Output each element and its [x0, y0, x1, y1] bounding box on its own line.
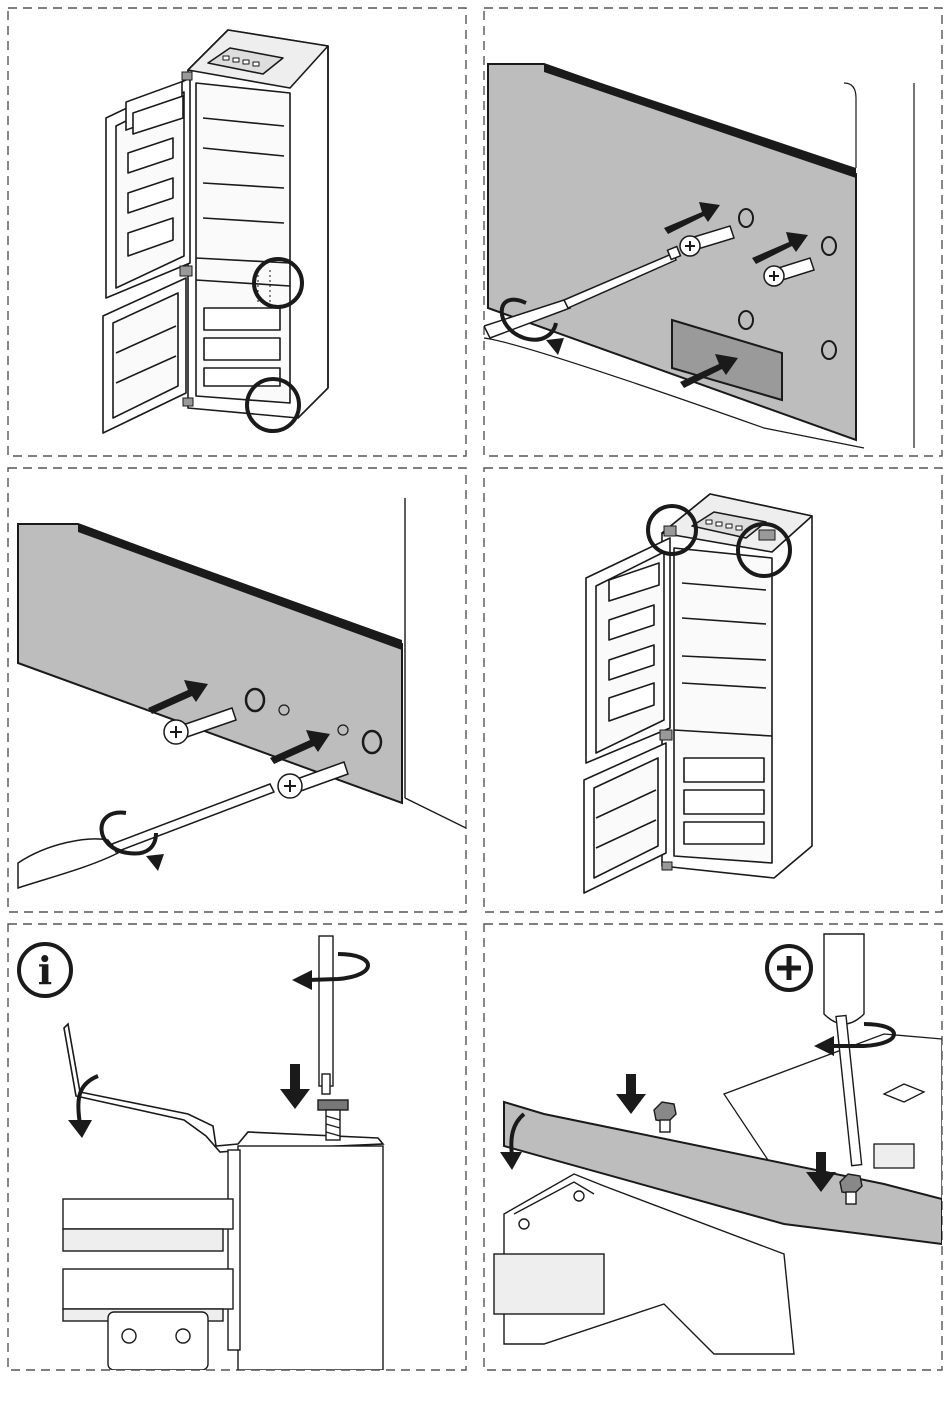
down-arrow — [280, 1064, 310, 1109]
panel-hole — [246, 689, 264, 711]
plus-icon — [767, 946, 811, 990]
step-5-panel: i — [8, 924, 466, 1370]
screwdriver — [18, 784, 274, 888]
hex-screw — [654, 1102, 676, 1132]
step-3-panel-illustration — [8, 468, 466, 912]
step-5-bracket-illustration: i — [8, 924, 466, 1370]
panel-hole — [363, 731, 381, 753]
down-arrow — [616, 1074, 646, 1114]
cabinet-panel — [238, 1146, 383, 1370]
step-6-bracket-illustration — [484, 924, 942, 1370]
step-1-fridge-illustration — [8, 8, 466, 456]
info-icon-label: i — [38, 948, 52, 993]
panel-hole — [739, 209, 753, 227]
hinge-plate — [108, 1312, 208, 1370]
hex-screw — [318, 1100, 348, 1140]
step-6-panel — [484, 924, 942, 1370]
panel-hole — [822, 237, 836, 255]
step-4-fridge-illustration — [484, 468, 942, 912]
panel-hole — [822, 341, 836, 359]
step-2-panel-illustration — [484, 8, 942, 456]
screwdriver — [319, 936, 333, 1094]
rotate-arrow — [308, 954, 368, 980]
panel-hole — [739, 311, 753, 329]
